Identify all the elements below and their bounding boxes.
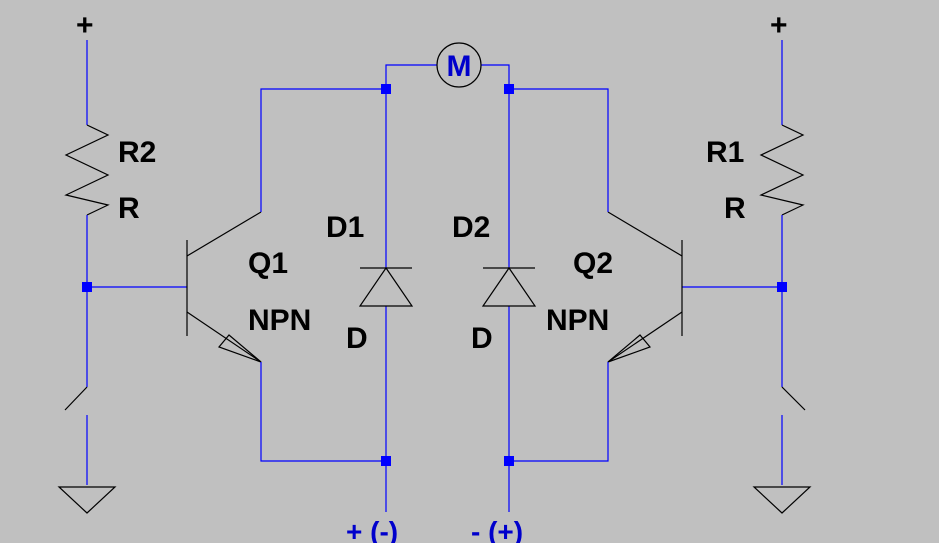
motor[interactable] [436, 42, 482, 88]
transistor-q1[interactable] [186, 211, 262, 363]
switch-left[interactable] [64, 386, 88, 485]
q1-collector-wire [260, 88, 386, 212]
left-bias-wire [86, 215, 187, 387]
diode-d2[interactable] [481, 266, 537, 307]
ground-left [57, 486, 117, 514]
left-supply-plus: + [76, 9, 94, 42]
r2-ref-label: R2 [118, 136, 156, 169]
q2-type-label: NPN [546, 304, 609, 337]
right-bias-wire [682, 215, 783, 387]
switch-right[interactable] [781, 386, 806, 485]
terminal-right-label: - (+) [471, 516, 523, 543]
d2-ref-label: D2 [452, 211, 490, 244]
resistor-r1[interactable] [759, 124, 805, 216]
ground-right [752, 486, 812, 514]
right-supply-plus: + [770, 9, 788, 42]
motor-wire [385, 64, 510, 89]
d1-type-label: D [346, 322, 368, 355]
q1-emitter-wire [260, 362, 386, 462]
diode-d1[interactable] [358, 266, 414, 307]
q2-collector-wire [509, 88, 609, 212]
q1-ref-label: Q1 [248, 247, 288, 280]
resistor-r2[interactable] [64, 124, 110, 216]
r1-value-label: R [724, 192, 746, 225]
r2-value-label: R [118, 192, 140, 225]
junction-d1-bottom [381, 456, 391, 466]
terminal-left-label: + (-) [346, 516, 398, 543]
motor-label: M [447, 50, 472, 83]
junction-d2-bottom [504, 456, 514, 466]
junction-right-base [777, 282, 787, 292]
junction-d1-top [381, 84, 391, 94]
q2-emitter-wire [509, 362, 609, 462]
q1-type-label: NPN [248, 304, 311, 337]
q2-ref-label: Q2 [573, 247, 613, 280]
r1-ref-label: R1 [706, 136, 744, 169]
transistor-q2[interactable] [607, 211, 683, 363]
d1-ref-label: D1 [326, 211, 364, 244]
d2-type-label: D [471, 322, 493, 355]
junction-left-base [82, 282, 92, 292]
junction-d2-top [504, 84, 514, 94]
